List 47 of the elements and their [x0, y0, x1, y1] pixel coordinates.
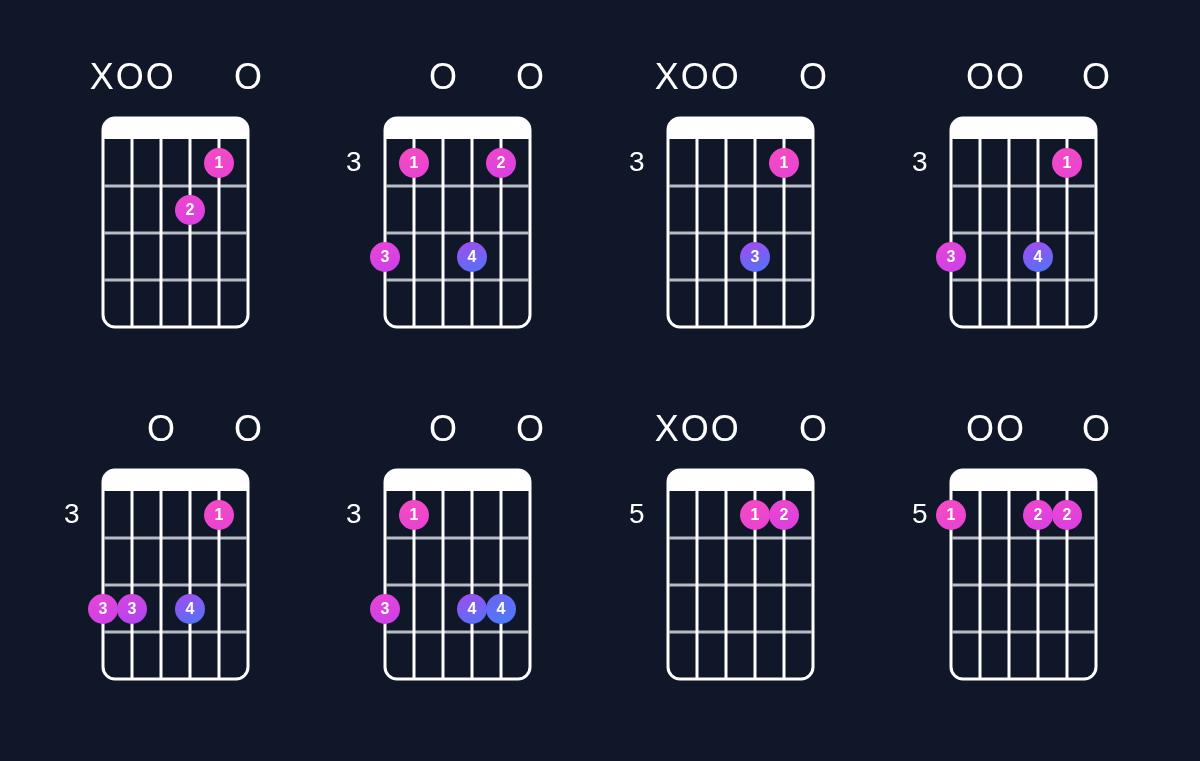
fret-number: 3: [912, 148, 928, 176]
fret-number: 3: [346, 148, 362, 176]
string-marker: XOO: [654, 411, 741, 447]
string-marker: O: [799, 411, 829, 447]
finger-dot: 1: [1052, 147, 1082, 178]
string-marker: O: [799, 59, 829, 95]
string-marker: XOO: [654, 59, 741, 95]
finger-dot: 1: [399, 499, 429, 530]
string-marker: O: [147, 411, 177, 447]
finger-dot: 3: [370, 241, 400, 272]
string-marker: O: [234, 59, 264, 95]
finger-dot: 3: [117, 593, 147, 624]
finger-dot: 4: [486, 593, 516, 624]
fret-number: 3: [629, 148, 645, 176]
finger-dot: 2: [175, 194, 205, 225]
finger-dot: 2: [1052, 499, 1082, 530]
finger-dot: 4: [457, 241, 487, 272]
fret-number: 3: [64, 500, 80, 528]
string-marker: O: [234, 411, 264, 447]
finger-dot: 1: [399, 147, 429, 178]
finger-dot: 1: [204, 499, 234, 530]
string-marker: OO: [966, 411, 1026, 447]
finger-dot: 1: [936, 499, 966, 530]
finger-dot: 2: [486, 147, 516, 178]
string-marker: O: [1082, 411, 1112, 447]
finger-dot: 1: [740, 499, 770, 530]
finger-dot: 3: [370, 593, 400, 624]
string-marker: OO: [966, 59, 1026, 95]
finger-dot: 4: [175, 593, 205, 624]
finger-dot: 1: [204, 147, 234, 178]
fret-number: 5: [629, 500, 645, 528]
string-marker: O: [516, 411, 546, 447]
string-marker: XOO: [89, 59, 176, 95]
fret-number: 3: [346, 500, 362, 528]
finger-dot: 3: [936, 241, 966, 272]
finger-dot: 4: [1023, 241, 1053, 272]
finger-dot: 2: [1023, 499, 1053, 530]
string-marker: O: [429, 411, 459, 447]
string-marker: O: [516, 59, 546, 95]
finger-dot: 3: [88, 593, 118, 624]
string-marker: O: [429, 59, 459, 95]
finger-dot: 1: [769, 147, 799, 178]
finger-dot: 3: [740, 241, 770, 272]
string-marker: O: [1082, 59, 1112, 95]
finger-dot: 4: [457, 593, 487, 624]
fret-number: 5: [912, 500, 928, 528]
finger-dot: 2: [769, 499, 799, 530]
